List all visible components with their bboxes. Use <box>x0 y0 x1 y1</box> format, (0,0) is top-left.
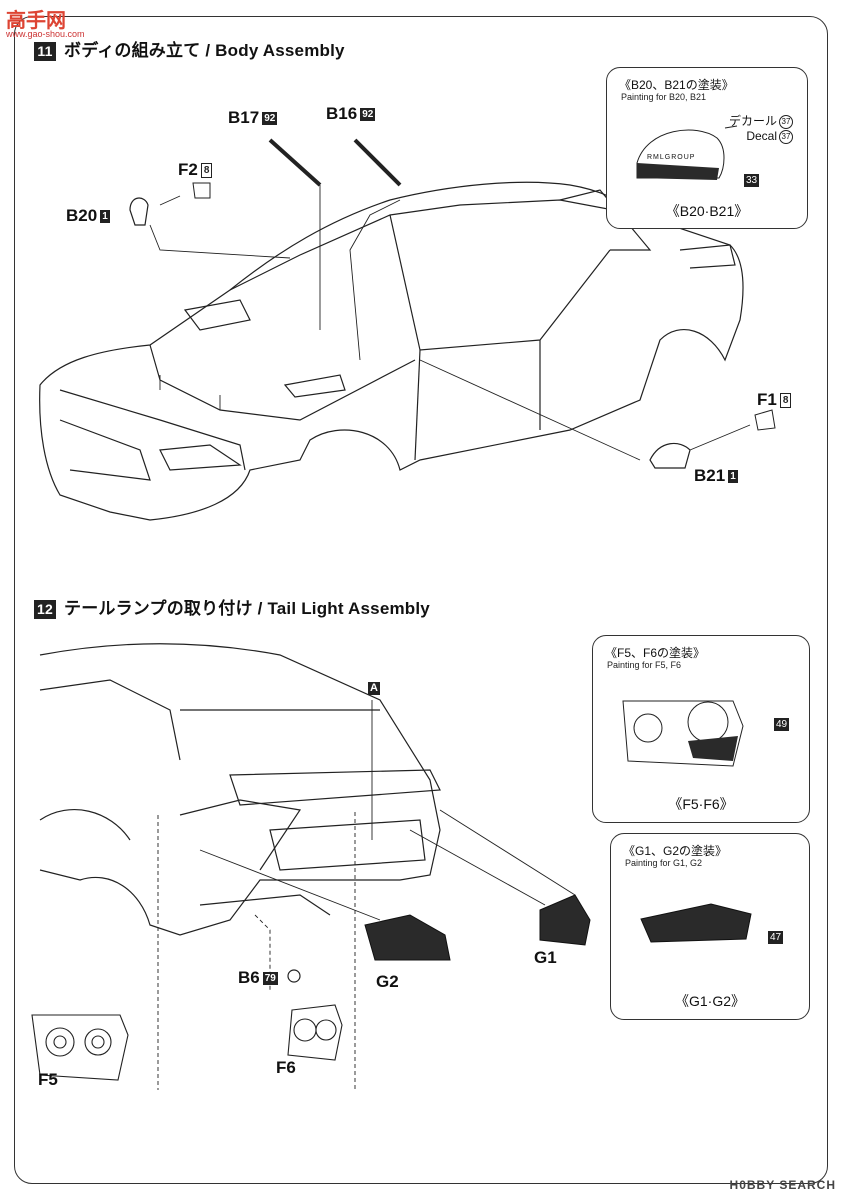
part-b6 <box>287 969 301 983</box>
wiper-b17 <box>268 138 322 187</box>
paint-box-g-caption: 《G1·G2》 <box>674 993 745 1009</box>
step-11-title-text: ボディの組み立て / Body Assembly <box>64 41 345 60</box>
label-a: A <box>368 682 380 695</box>
label-f6: F6 <box>276 1058 296 1077</box>
wiper-b16 <box>353 138 402 187</box>
leader-lines-11 <box>149 185 751 461</box>
site-logo: 高手网 www.gao-shou.com <box>6 4 85 39</box>
part-f6 <box>287 1004 343 1061</box>
paint-box-caption: 《B20·B21》 <box>665 203 749 219</box>
step-11-number: 11 <box>34 42 56 61</box>
mirror-paint-drawing <box>636 125 738 180</box>
color-47: 47 <box>768 931 784 945</box>
paint-box-g-sub: Painting for G1, G2 <box>625 858 703 868</box>
paint-box-f5-f6: 《F5、F6の塗装》 Painting for F5, F6 49 《F5·F6… <box>592 635 810 823</box>
paint-box-f-heading: 《F5、F6の塗装》 <box>605 646 706 660</box>
taillight-paint-drawing <box>622 700 744 767</box>
step-11-title: 11 ボディの組み立て / Body Assembly <box>34 36 345 61</box>
mirror-b21 <box>649 442 691 469</box>
car-rear-drawing <box>39 643 441 936</box>
label-f5: F5 <box>38 1070 58 1089</box>
step-12-title: 12 テールランプの取り付け / Tail Light Assembly <box>34 594 430 619</box>
step-12-number: 12 <box>34 600 56 619</box>
part-f2 <box>192 182 211 199</box>
site-logo-text: 高手网 <box>6 10 66 32</box>
lens-paint-drawing <box>640 903 752 943</box>
leader-lines-12 <box>199 700 576 921</box>
site-logo-url: www.gao-shou.com <box>6 29 85 39</box>
part-g1 <box>539 894 591 946</box>
paint-box-heading: 《B20、B21の塗装》 <box>619 78 734 92</box>
paint-box-f-sub: Painting for F5, F6 <box>607 660 682 670</box>
page-frame <box>14 16 828 1184</box>
paint-box-f-caption: 《F5·F6》 <box>668 796 734 812</box>
step-12-title-text: テールランプの取り付け / Tail Light Assembly <box>64 599 430 618</box>
part-g2 <box>364 914 451 961</box>
label-g2: G2 <box>376 972 399 991</box>
paint-box-sub: Painting for B20, B21 <box>621 92 707 102</box>
part-f5 <box>31 1014 129 1081</box>
part-f1 <box>754 409 776 431</box>
mirror-b20 <box>129 197 149 226</box>
dashed-guides-12 <box>157 812 356 1090</box>
label-g1: G1 <box>534 948 557 967</box>
color-33: 33 <box>744 174 760 188</box>
car-front-drawing <box>39 181 744 521</box>
paint-box-g-heading: 《G1、G2の塗装》 <box>623 844 728 858</box>
decal-logo-text: RMLGROUP <box>647 154 696 161</box>
paint-box-g1-g2: 《G1、G2の塗装》 Painting for G1, G2 47 《G1·G2… <box>610 833 810 1020</box>
bottom-watermark: H0BBY SEARCH <box>729 1178 836 1192</box>
color-49: 49 <box>774 718 790 732</box>
